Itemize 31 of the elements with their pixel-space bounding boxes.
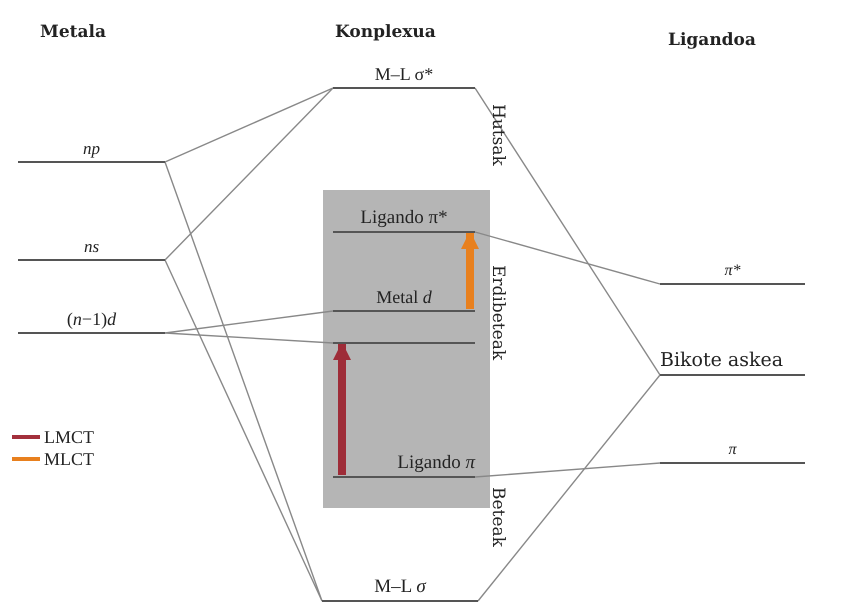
column-heading: Konplexua	[335, 22, 436, 42]
correlation-line	[477, 374, 661, 602]
level-label: Bikote askea	[660, 351, 784, 373]
level-label: π	[728, 442, 736, 460]
level-label: π*	[724, 263, 740, 281]
legend-label: LMCT	[44, 428, 94, 446]
level-label: M–L σ	[374, 577, 426, 599]
correlation-line	[474, 462, 660, 478]
correlation-line	[164, 260, 323, 602]
correlation-line	[164, 88, 334, 260]
level-label: np	[83, 140, 100, 160]
level-label: Metal d	[376, 288, 432, 309]
transition-arrow	[461, 231, 479, 309]
band-label: Hutsak	[489, 104, 506, 166]
correlation-line	[164, 87, 334, 163]
correlation-line	[474, 88, 661, 376]
transition-arrow	[333, 342, 351, 475]
level-label: Ligando π*	[360, 208, 448, 230]
band-label: Erdibeteak	[489, 265, 506, 360]
level-label: M–L σ*	[374, 65, 434, 86]
legend-label: MLCT	[44, 450, 94, 468]
correlation-line	[474, 231, 660, 285]
correlation-line	[164, 332, 334, 344]
level-label: Ligando π	[397, 453, 475, 475]
level-label: ns	[84, 238, 100, 258]
level-label: (n−1)d	[66, 310, 116, 331]
column-heading: Ligandoa	[668, 30, 756, 50]
correlation-line	[164, 162, 323, 602]
band-label: Beteak	[489, 487, 506, 547]
correlation-line	[164, 310, 334, 334]
column-heading: Metala	[40, 22, 106, 42]
